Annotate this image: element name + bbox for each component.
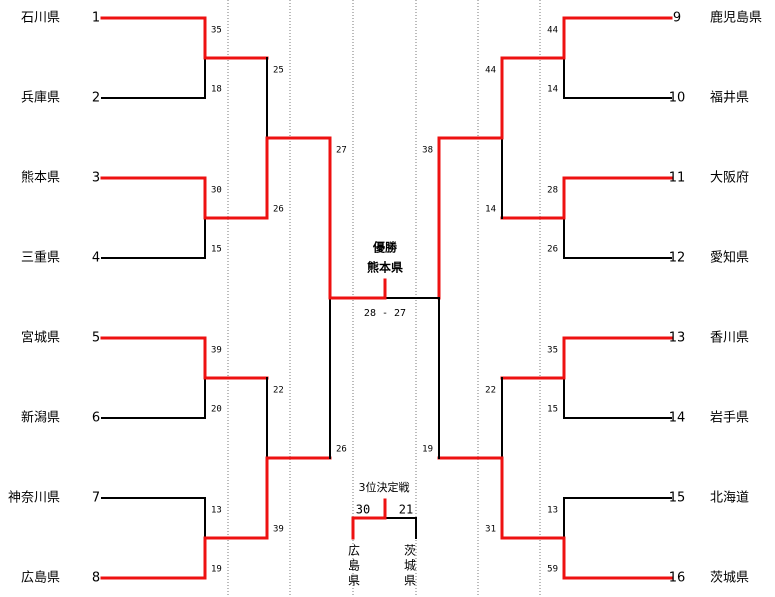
score-label: 30 [211, 186, 222, 196]
score-label: 38 [422, 146, 433, 156]
seed-number: 8 [92, 571, 100, 586]
team-name: 愛知県 [710, 250, 749, 266]
seed-number: 7 [92, 491, 100, 506]
score-label: 39 [211, 346, 222, 356]
score-label: 26 [336, 445, 347, 455]
team-name: 兵庫県 [21, 91, 60, 106]
score-label: 44 [547, 26, 558, 36]
bracket-lines [100, 16, 673, 580]
score-label: 14 [547, 85, 558, 95]
score-label: 18 [211, 85, 222, 95]
team-name: 新潟県 [21, 410, 60, 426]
team-name: 大阪府 [710, 171, 749, 186]
team-name: 岩手県 [710, 411, 749, 426]
score-label: 22 [485, 386, 496, 396]
seed-number: 5 [92, 331, 100, 346]
score-label: 28 [547, 186, 558, 196]
champion-team: 熊本県 [367, 260, 403, 275]
seed-number: 14 [669, 411, 686, 426]
score-label: 13 [547, 506, 558, 516]
third-place-team-char: 広 [348, 544, 360, 558]
score-label: 22 [273, 386, 284, 396]
seed-number: 9 [673, 11, 681, 26]
team-name: 茨城県 [710, 571, 749, 586]
team-name: 鹿児島県 [710, 10, 762, 26]
team-name: 香川県 [710, 331, 749, 346]
team-name: 広島県 [21, 571, 60, 586]
seed-number: 4 [92, 251, 100, 266]
score-label: 44 [485, 66, 496, 76]
third-place-score: 30 [356, 503, 370, 517]
seed-number: 12 [669, 251, 686, 266]
score-label: 15 [211, 245, 222, 255]
team-name: 北海道 [710, 491, 749, 506]
score-label: 26 [273, 205, 284, 215]
third-place-team-char: 城 [404, 559, 416, 573]
score-label: 59 [547, 565, 558, 575]
seed-number: 2 [92, 91, 100, 106]
team-name: 宮城県 [21, 330, 60, 346]
third-place-team-char: 島 [348, 558, 360, 573]
score-label: 19 [211, 565, 222, 575]
team-name: 三重県 [21, 250, 60, 266]
score-label: 39 [273, 525, 284, 535]
score-label: 35 [211, 26, 222, 36]
seed-number: 13 [669, 331, 686, 346]
champion-label: 優勝 [372, 240, 398, 255]
bracket-labels: 石川県 1 鹿児島県 9 兵庫県 2 福井県 10 熊本県 3 大阪府 11 三重県 4 愛知県 12 宮城県 5… [8, 10, 762, 588]
seed-number: 16 [669, 571, 686, 586]
team-name: 石川県 [21, 11, 60, 26]
score-label: 15 [547, 405, 558, 415]
third-place-team-char: 県 [348, 574, 360, 588]
third-place-team-char: 県 [404, 574, 416, 588]
score-label: 35 [547, 346, 558, 356]
third-place-title: 3位決定戦 [359, 480, 410, 494]
seed-number: 15 [669, 491, 686, 506]
score-label: 27 [336, 146, 347, 156]
score-label: 13 [211, 506, 222, 516]
score-label: 20 [211, 405, 222, 415]
final-score: 28 - 27 [364, 308, 406, 319]
seed-number: 6 [92, 411, 100, 426]
score-label: 31 [485, 525, 496, 535]
column-guides [227, 0, 541, 597]
seed-number: 11 [669, 171, 686, 186]
score-label: 25 [273, 66, 284, 76]
team-name: 熊本県 [21, 170, 60, 186]
seed-number: 10 [669, 91, 686, 106]
seed-number: 1 [92, 11, 100, 26]
third-place-team-char: 茨 [404, 544, 416, 558]
seed-number: 3 [92, 171, 100, 186]
team-name: 神奈川県 [8, 491, 60, 506]
score-label: 26 [547, 245, 558, 255]
score-label: 14 [485, 205, 496, 215]
team-name: 福井県 [710, 91, 749, 106]
score-label: 19 [422, 445, 433, 455]
third-place-score: 21 [399, 503, 413, 517]
